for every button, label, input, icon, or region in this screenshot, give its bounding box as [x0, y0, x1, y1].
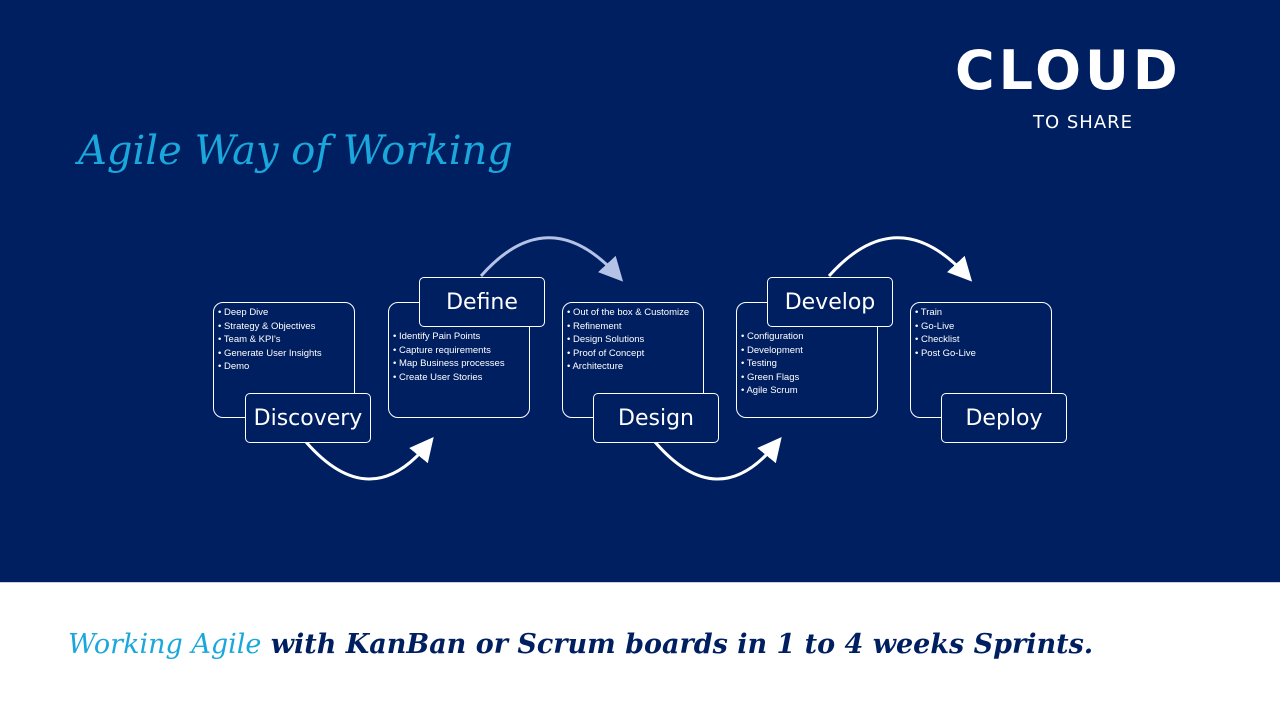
logo-main: CLOUD — [955, 39, 1182, 102]
list-item: Development — [741, 344, 873, 358]
list-item: Go-Live — [915, 320, 1047, 334]
tagline: Working Agile with KanBan or Scrum board… — [68, 628, 1218, 662]
list-item: Capture requirements — [393, 344, 525, 358]
list-item: Design Solutions — [567, 333, 699, 347]
list-item: Create User Stories — [393, 371, 525, 385]
list-item: Train — [915, 306, 1047, 320]
cloud-to-share-logo: CLOUD TO SHARE — [955, 39, 1220, 134]
bottom-band — [0, 582, 1280, 720]
list-item: Map Business processes — [393, 357, 525, 371]
tagline-highlight: Working Agile — [68, 629, 262, 660]
list-item: Agile Scrum — [741, 384, 873, 398]
list-item: Team & KPI's — [218, 333, 350, 347]
list-item: Generate User Insights — [218, 347, 350, 361]
arrow-discovery-define — [304, 437, 434, 481]
list-item: Green Flags — [741, 371, 873, 385]
list-item: Configuration — [741, 330, 873, 344]
phase-label-design: Design — [593, 393, 719, 443]
phase-label-discovery: Discovery — [245, 393, 371, 443]
list-item: Post Go-Live — [915, 347, 1047, 361]
phase-label-develop: Develop — [767, 277, 893, 327]
arrow-develop-deploy — [827, 236, 973, 282]
list-item: Deep Dive — [218, 306, 350, 320]
list-item: Architecture — [567, 360, 699, 374]
list-item: Demo — [218, 360, 350, 374]
phase-label-deploy: Deploy — [941, 393, 1067, 443]
list-item: Identify Pain Points — [393, 330, 525, 344]
phase-label-define: Define — [419, 277, 545, 327]
arrows-layer — [304, 236, 973, 481]
list-item: Proof of Concept — [567, 347, 699, 361]
list-item: Testing — [741, 357, 873, 371]
slide-title: Agile Way of Working — [78, 128, 513, 174]
list-item: Strategy & Objectives — [218, 320, 350, 334]
list-item: Checklist — [915, 333, 1047, 347]
list-item: Out of the box & Customize — [567, 306, 699, 320]
arrow-design-develop — [653, 437, 782, 481]
list-item: Refinement — [567, 320, 699, 334]
arrow-define-design — [479, 236, 624, 282]
slide-background — [0, 0, 1280, 582]
tagline-rest: with KanBan or Scrum boards in 1 to 4 we… — [261, 629, 1094, 660]
logo-sub: TO SHARE — [1033, 112, 1134, 133]
